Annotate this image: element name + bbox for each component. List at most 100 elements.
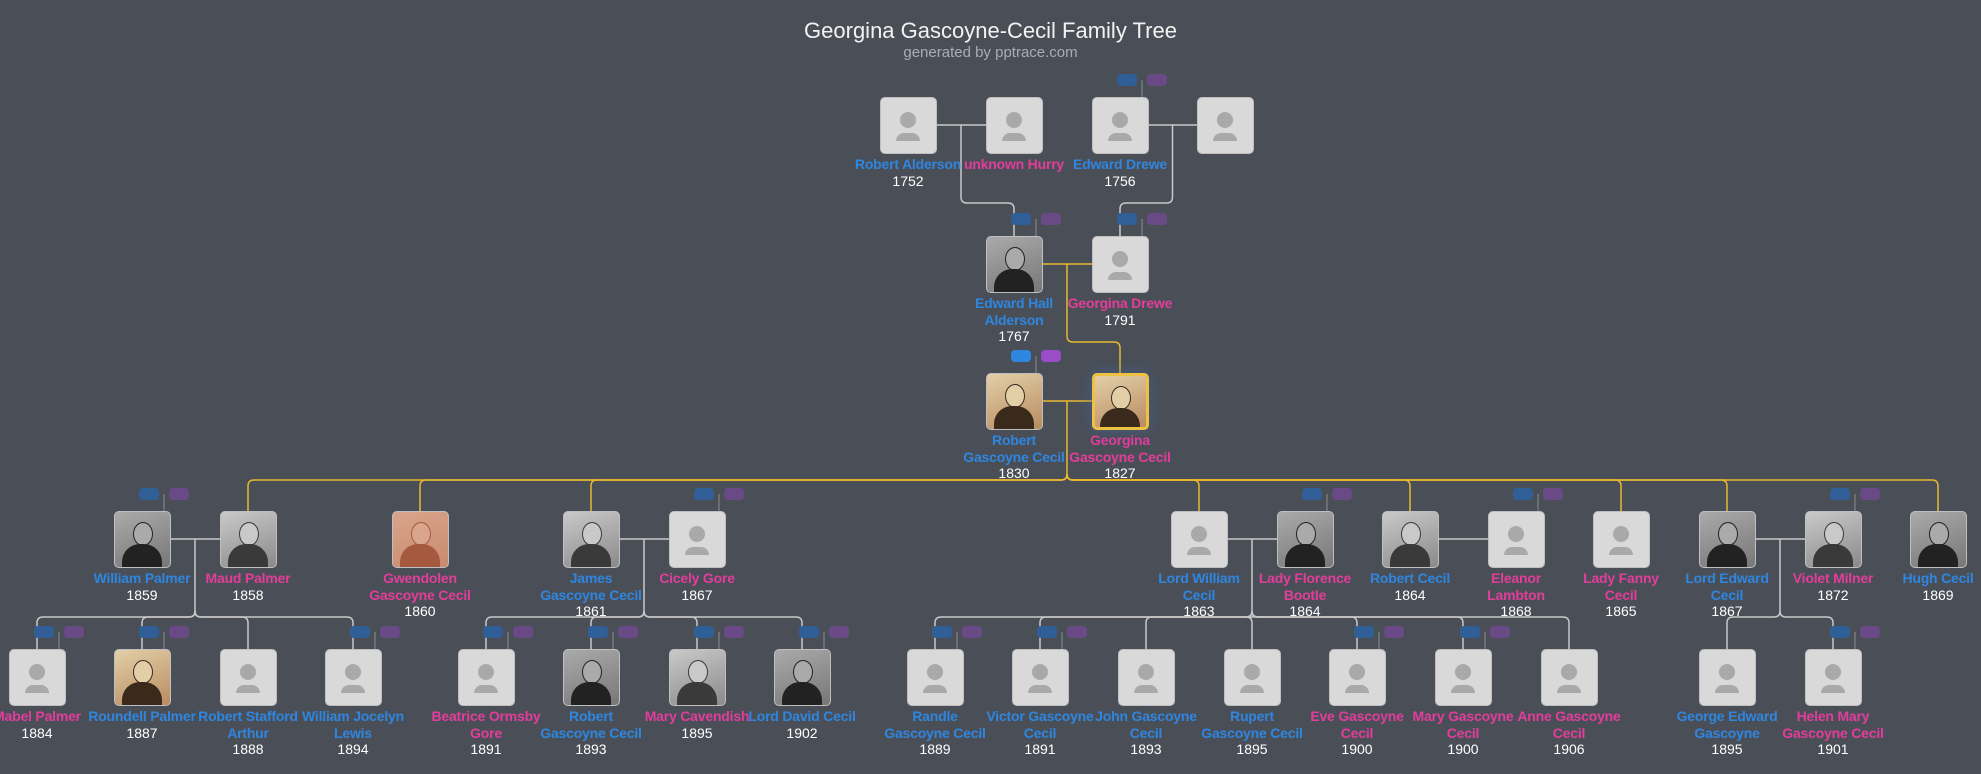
expand-mother-button[interactable]: [513, 626, 533, 638]
person-placeholder-icon[interactable]: [219, 649, 277, 706]
person-name[interactable]: Victor Gascoyne Cecil: [986, 708, 1094, 741]
person-name[interactable]: Eve Gascoyne Cecil: [1310, 708, 1404, 741]
expand-father-button[interactable]: [350, 626, 370, 638]
person-placeholder-icon[interactable]: [1117, 649, 1175, 706]
person-placeholder-icon[interactable]: [668, 511, 726, 568]
person-placeholder-icon[interactable]: [8, 649, 66, 706]
expand-father-button[interactable]: [1354, 626, 1374, 638]
person-photo[interactable]: [562, 511, 620, 568]
expand-father-button[interactable]: [1513, 488, 1533, 500]
person-name[interactable]: Mabel Palmer: [0, 708, 81, 724]
person-name[interactable]: Maud Palmer: [205, 570, 291, 586]
person-name[interactable]: Georgina Drewe: [1067, 295, 1173, 311]
person-name[interactable]: Lord David Cecil: [748, 708, 856, 724]
person-name[interactable]: Roundell Palmer: [88, 708, 196, 724]
person-photo[interactable]: [985, 236, 1043, 293]
person-name[interactable]: Robert Gascoyne Cecil: [540, 708, 642, 741]
person-node[interactable]: [1170, 97, 1280, 156]
person-name[interactable]: Eleanor Lambton: [1487, 570, 1545, 603]
person-photo[interactable]: [1091, 373, 1149, 430]
expand-father-button[interactable]: [1011, 213, 1031, 225]
person-name[interactable]: Lady Florence Bootle: [1258, 570, 1352, 603]
expand-father-button[interactable]: [1011, 350, 1031, 362]
person-placeholder-icon[interactable]: [1011, 649, 1069, 706]
person-placeholder-icon[interactable]: [879, 97, 937, 154]
person-name[interactable]: Lord Edward Cecil: [1685, 570, 1769, 603]
expand-mother-button[interactable]: [1041, 350, 1061, 362]
person-placeholder-icon[interactable]: [1091, 236, 1149, 293]
person-name[interactable]: Edward Drewe: [1072, 156, 1168, 172]
person-name[interactable]: Gwendolen Gascoyne Cecil: [369, 570, 471, 603]
person-name[interactable]: Lord William Cecil: [1158, 570, 1240, 603]
person-name[interactable]: Cicely Gore: [659, 570, 735, 586]
person-name[interactable]: James Gascoyne Cecil: [540, 570, 642, 603]
expand-mother-button[interactable]: [724, 488, 744, 500]
expand-father-button[interactable]: [1117, 213, 1137, 225]
expand-father-button[interactable]: [932, 626, 952, 638]
expand-father-button[interactable]: [139, 488, 159, 500]
person-placeholder-icon[interactable]: [1804, 649, 1862, 706]
expand-mother-button[interactable]: [1860, 488, 1880, 500]
expand-mother-button[interactable]: [64, 626, 84, 638]
person-name[interactable]: Edward Hall Alderson: [975, 295, 1053, 328]
expand-mother-button[interactable]: [1543, 488, 1563, 500]
person-photo[interactable]: [985, 373, 1043, 430]
person-name[interactable]: unknown Hurry: [963, 156, 1065, 172]
person-photo[interactable]: [219, 511, 277, 568]
person-name[interactable]: Violet Milner: [1792, 570, 1874, 586]
expand-mother-button[interactable]: [1860, 626, 1880, 638]
person-photo[interactable]: [1276, 511, 1334, 568]
expand-mother-button[interactable]: [1147, 74, 1167, 86]
person-photo[interactable]: [773, 649, 831, 706]
person-placeholder-icon[interactable]: [1170, 511, 1228, 568]
expand-mother-button[interactable]: [1384, 626, 1404, 638]
expand-mother-button[interactable]: [618, 626, 638, 638]
person-photo[interactable]: [113, 649, 171, 706]
person-name[interactable]: Randle Gascoyne Cecil: [884, 708, 986, 741]
expand-mother-button[interactable]: [724, 626, 744, 638]
person-name[interactable]: Beatrice Ormsby Gore: [431, 708, 541, 741]
expand-father-button[interactable]: [1830, 488, 1850, 500]
expand-mother-button[interactable]: [1067, 626, 1087, 638]
expand-mother-button[interactable]: [962, 626, 982, 638]
expand-father-button[interactable]: [588, 626, 608, 638]
person-placeholder-icon[interactable]: [1434, 649, 1492, 706]
person-node[interactable]: unknown Hurry: [959, 97, 1069, 173]
person-photo[interactable]: [1909, 511, 1967, 568]
expand-father-button[interactable]: [799, 626, 819, 638]
person-photo[interactable]: [1381, 511, 1439, 568]
person-photo[interactable]: [668, 649, 726, 706]
person-photo[interactable]: [113, 511, 171, 568]
expand-mother-button[interactable]: [169, 488, 189, 500]
person-name[interactable]: Hugh Cecil: [1902, 570, 1974, 586]
person-name[interactable]: Robert Gascoyne Cecil: [963, 432, 1065, 465]
person-placeholder-icon[interactable]: [1091, 97, 1149, 154]
person-placeholder-icon[interactable]: [1223, 649, 1281, 706]
person-name[interactable]: Robert Stafford Arthur: [198, 708, 298, 741]
expand-father-button[interactable]: [1302, 488, 1322, 500]
person-photo[interactable]: [1804, 511, 1862, 568]
person-name[interactable]: George Edward Gascoyne: [1676, 708, 1778, 741]
expand-father-button[interactable]: [694, 488, 714, 500]
person-photo[interactable]: [1698, 511, 1756, 568]
person-name[interactable]: Georgina Gascoyne Cecil: [1069, 432, 1171, 465]
